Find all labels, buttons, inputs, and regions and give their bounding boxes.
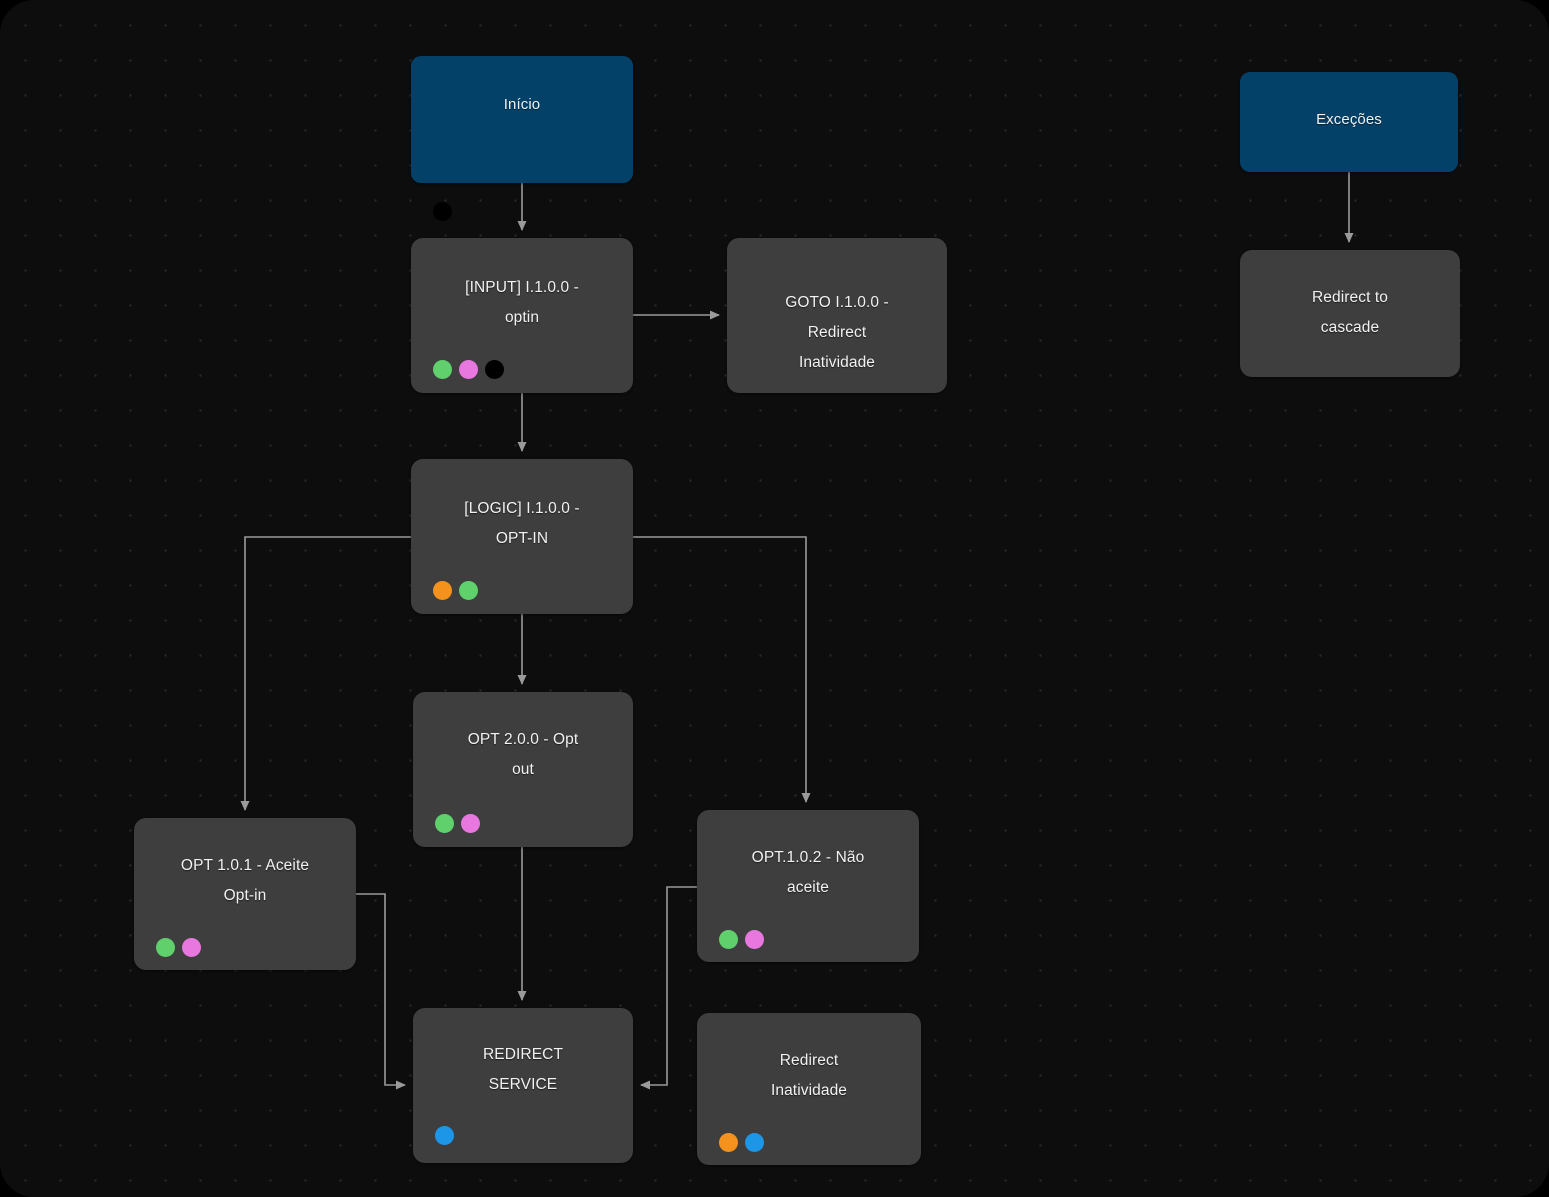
node-input-optin-status-dots bbox=[433, 360, 504, 379]
node-opt-aceite-opt-in-status-dots bbox=[156, 938, 201, 957]
node-opt-nao-aceite-label: OPT.1.0.2 - Não aceite bbox=[751, 849, 865, 896]
status-dot-black bbox=[485, 360, 504, 379]
node-excecoes-label: Exceções bbox=[1316, 111, 1382, 128]
node-redirect-inatividade-label: Redirect Inatividade bbox=[770, 1052, 848, 1099]
status-dot-pink bbox=[461, 814, 480, 833]
node-logic-opt-in[interactable]: [LOGIC] I.1.0.0 - OPT-IN bbox=[411, 459, 633, 614]
status-dot-pink bbox=[459, 360, 478, 379]
edge-logic-to-aceite bbox=[240, 536, 411, 811]
node-inicio-label: Início bbox=[503, 96, 541, 113]
node-redirect-inatividade-status-dots bbox=[719, 1133, 764, 1152]
status-dot-blue bbox=[745, 1133, 764, 1152]
node-logic-opt-in-status-dots bbox=[433, 581, 478, 600]
node-goto-redirect-inatividade[interactable]: GOTO I.1.0.0 - Redirect Inatividade bbox=[727, 238, 947, 393]
node-logic-opt-in-label: [LOGIC] I.1.0.0 - OPT-IN bbox=[464, 500, 580, 547]
node-opt-aceite-opt-in-label: OPT 1.0.1 - Aceite Opt-in bbox=[180, 857, 310, 904]
node-redirect-to-cascade[interactable]: Redirect to cascade bbox=[1240, 250, 1460, 377]
status-dot-pink bbox=[745, 930, 764, 949]
status-dot-blue bbox=[435, 1126, 454, 1145]
status-dot-green bbox=[459, 581, 478, 600]
status-dot-pink bbox=[182, 938, 201, 957]
status-dot-green bbox=[719, 930, 738, 949]
node-opt-nao-aceite[interactable]: OPT.1.0.2 - Não aceite bbox=[697, 810, 919, 962]
node-opt-aceite-opt-in[interactable]: OPT 1.0.1 - Aceite Opt-in bbox=[134, 818, 356, 970]
node-opt-nao-aceite-status-dots bbox=[719, 930, 764, 949]
node-opt-out-label: OPT 2.0.0 - Opt out bbox=[467, 731, 579, 778]
status-dot-orange bbox=[433, 581, 452, 600]
node-opt-out-status-dots bbox=[435, 814, 480, 833]
node-redirect-service-status-dots bbox=[435, 1126, 454, 1145]
status-dot-black bbox=[433, 202, 452, 221]
node-inicio[interactable]: Início bbox=[411, 56, 633, 221]
status-dot-green bbox=[433, 360, 452, 379]
node-input-optin[interactable]: [INPUT] I.1.0.0 - optin bbox=[411, 238, 633, 393]
status-dot-orange bbox=[719, 1133, 738, 1152]
status-dot-green bbox=[156, 938, 175, 957]
node-opt-out[interactable]: OPT 2.0.0 - Opt out bbox=[413, 692, 633, 847]
node-excecoes[interactable]: Exceções bbox=[1240, 72, 1458, 172]
node-input-optin-label: [INPUT] I.1.0.0 - optin bbox=[465, 279, 579, 326]
status-dot-green bbox=[435, 814, 454, 833]
node-goto-redirect-inatividade-label: GOTO I.1.0.0 - Redirect Inatividade bbox=[785, 294, 889, 371]
node-redirect-to-cascade-label: Redirect to cascade bbox=[1311, 289, 1389, 336]
node-redirect-service[interactable]: REDIRECT SERVICE bbox=[413, 1008, 633, 1163]
edge-aceite-to-redirect-service bbox=[356, 893, 406, 1090]
edge-logic-to-naoaceite bbox=[633, 536, 811, 803]
edge-naoaceite-to-redirect-service bbox=[640, 886, 697, 1090]
node-redirect-service-label: REDIRECT SERVICE bbox=[482, 1046, 564, 1093]
node-redirect-inatividade[interactable]: Redirect Inatividade bbox=[697, 1013, 921, 1165]
node-inicio-status-dots bbox=[433, 202, 452, 221]
